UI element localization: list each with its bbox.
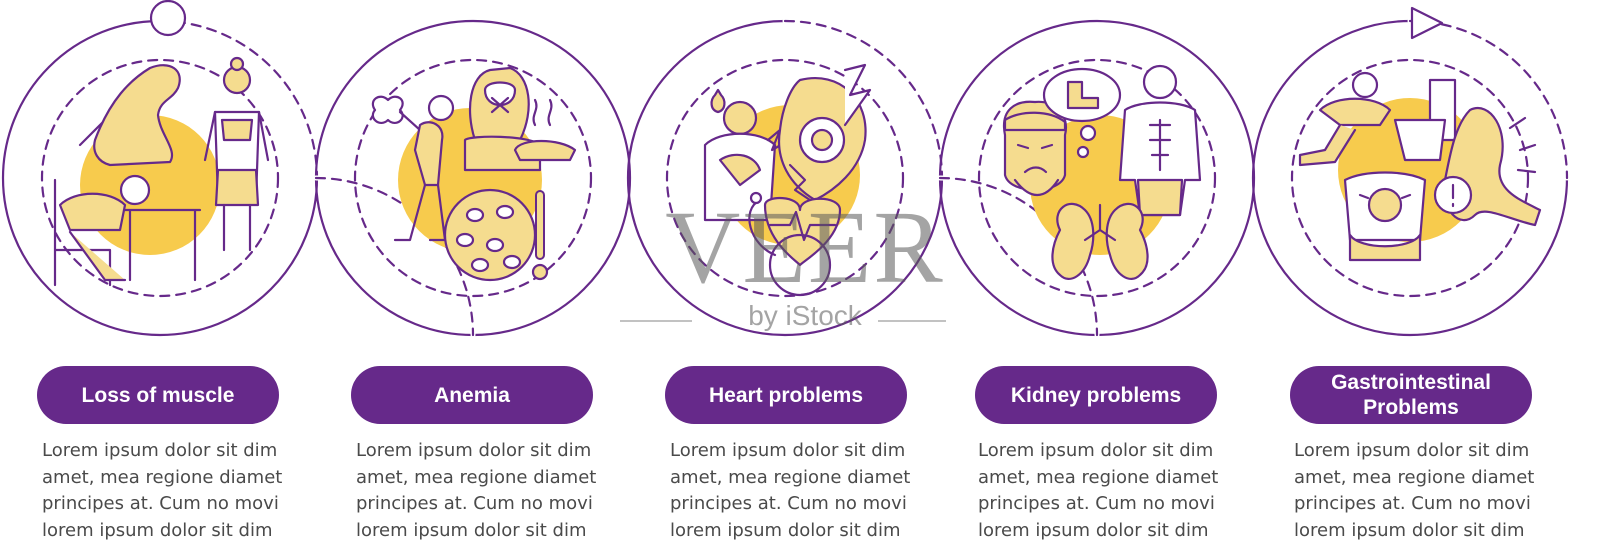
flexed-arm-icon [78, 64, 181, 167]
heart-lightning-icon [777, 63, 872, 202]
belly-pain-icon [1343, 171, 1427, 262]
watermark-rule-right [878, 320, 946, 322]
step-3-description: Lorem ipsum dolor sit dim amet, mea regi… [670, 440, 911, 541]
watermark-brand: VEER [665, 190, 945, 305]
step-5-inner-dashed-ring [1290, 58, 1530, 298]
step-4-title: Kidney problems [975, 366, 1217, 424]
stethoscope-heart-icon [748, 191, 842, 297]
end-arrow-icon [1410, 6, 1444, 40]
step-1-graphic [1, 0, 320, 337]
step-5-graphic [1251, 6, 1570, 337]
tired-person-desk-icon [53, 174, 202, 287]
step-1-inner-dashed-ring [40, 58, 280, 298]
blood-cells-icon [443, 188, 549, 282]
step-2-inner-dashed-ring [353, 58, 593, 298]
step-2-graphic [313, 19, 632, 338]
step-3-title: Heart problems [665, 366, 907, 424]
step-2-description: Lorem ipsum dolor sit dim amet, mea regi… [356, 440, 597, 541]
step-2-title: Anemia [351, 366, 593, 424]
sad-man-face-icon [1002, 100, 1068, 197]
step-4-graphic [937, 19, 1256, 338]
kidneys-icon [1051, 202, 1149, 280]
man-torso-icon [1118, 64, 1202, 217]
person-vomiting-toilet-icon [1298, 71, 1457, 167]
toilet-thought-icon [1042, 67, 1122, 159]
step-3-graphic [626, 18, 945, 337]
woman-thin-icon [203, 56, 270, 252]
step-4-description: Lorem ipsum dolor sit dim amet, mea regi… [978, 440, 1219, 541]
step-3-inner-dashed-ring [665, 58, 905, 298]
step-1-description: Lorem ipsum dolor sit dim amet, mea regi… [42, 440, 283, 541]
stomach-warning-icon [1433, 107, 1542, 227]
step-1-title: Loss of muscle [37, 366, 279, 424]
step-5-title: Gastrointestinal Problems [1290, 366, 1532, 424]
start-node-icon [149, 0, 187, 37]
woman-refusing-food-icon [463, 66, 577, 172]
watermark-rule-left [620, 320, 692, 322]
watermark-sub: by iStock [748, 300, 862, 331]
step-5-description: Lorem ipsum dolor sit dim amet, mea regi… [1294, 440, 1535, 541]
step-4-inner-dashed-ring [977, 58, 1217, 298]
